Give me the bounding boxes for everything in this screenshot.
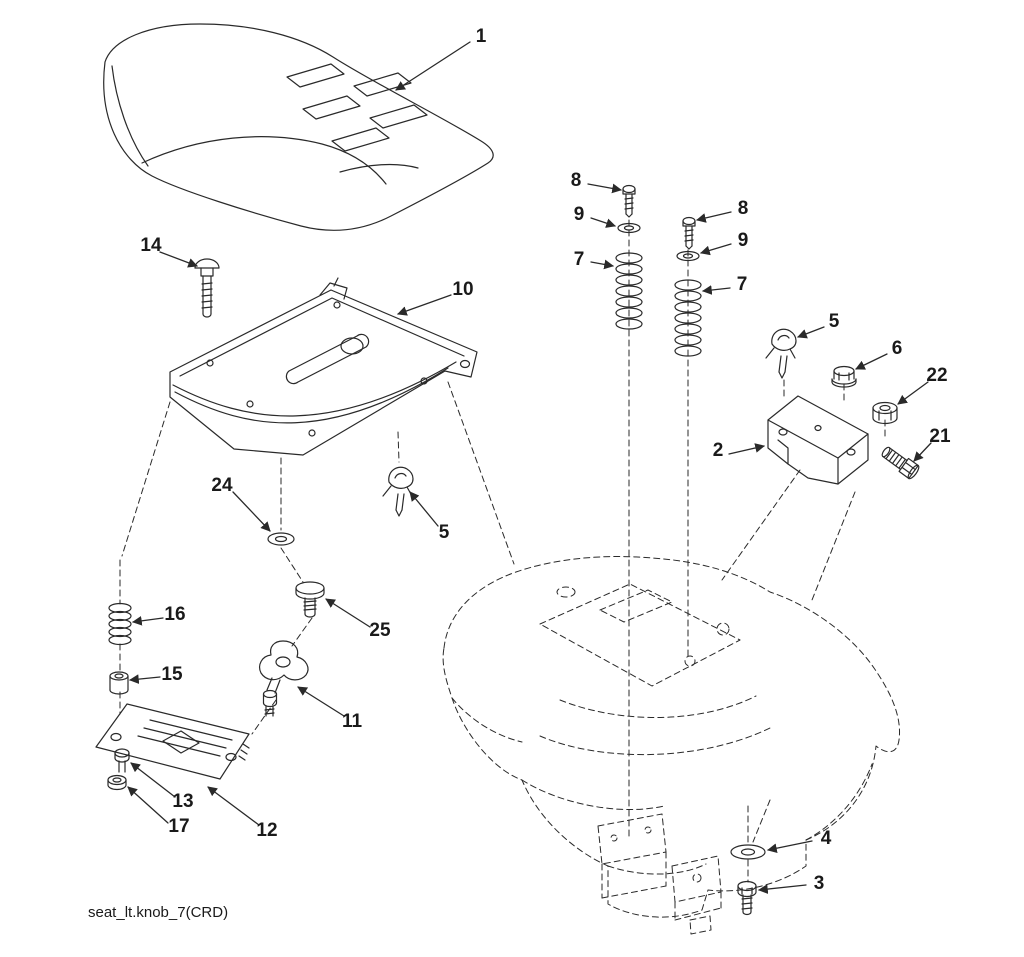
spring-16-drawing bbox=[108, 602, 132, 646]
spring-7-left-drawing bbox=[615, 252, 643, 330]
bracket-2-drawing bbox=[767, 395, 869, 485]
callout-24: 24 bbox=[211, 475, 233, 496]
seat-drawing bbox=[103, 23, 494, 231]
plate-12-drawing bbox=[95, 703, 250, 780]
seat-pan-drawing bbox=[169, 277, 478, 456]
washer-4-drawing bbox=[730, 844, 766, 860]
callout-9-left: 9 bbox=[573, 204, 585, 225]
washer-9-right-drawing bbox=[676, 250, 700, 262]
callout-13: 13 bbox=[172, 791, 194, 812]
callout-5-left: 5 bbox=[438, 522, 450, 543]
fender-outline-drawing bbox=[442, 556, 901, 935]
leader-lines bbox=[127, 41, 932, 894]
nut-6-drawing bbox=[831, 365, 857, 388]
callout-15: 15 bbox=[161, 664, 183, 685]
bushing-15-drawing bbox=[109, 671, 129, 695]
nut-22-drawing bbox=[872, 401, 898, 425]
washer-24-drawing bbox=[267, 532, 295, 546]
callout-14: 14 bbox=[140, 235, 162, 256]
callout-3: 3 bbox=[813, 873, 825, 894]
callout-6: 6 bbox=[891, 338, 903, 359]
callout-4: 4 bbox=[820, 828, 832, 849]
diagram-caption: seat_lt.knob_7(CRD) bbox=[88, 904, 229, 921]
callout-2: 2 bbox=[712, 440, 724, 461]
callout-8-right: 8 bbox=[737, 198, 749, 219]
knob-11-drawing bbox=[259, 640, 309, 717]
callout-12: 12 bbox=[256, 820, 278, 841]
callout-1: 1 bbox=[475, 26, 487, 47]
washer-17-drawing bbox=[107, 774, 127, 791]
clip-5-right-drawing bbox=[765, 328, 797, 379]
callout-16: 16 bbox=[164, 604, 186, 625]
callout-25: 25 bbox=[369, 620, 391, 641]
bolt-3-drawing bbox=[737, 880, 757, 916]
spring-7-right-drawing bbox=[674, 279, 702, 357]
screw-8-left-drawing bbox=[622, 184, 636, 218]
callout-8-left: 8 bbox=[570, 170, 582, 191]
screw-8-right-drawing bbox=[682, 216, 696, 250]
callout-9-right: 9 bbox=[737, 230, 749, 251]
callout-11: 11 bbox=[341, 711, 363, 732]
callout-17: 17 bbox=[168, 816, 190, 837]
carriage-bolt-drawing bbox=[194, 258, 220, 318]
bolt-13-drawing bbox=[114, 748, 130, 773]
callout-7-right: 7 bbox=[736, 274, 748, 295]
callout-21: 21 bbox=[929, 426, 951, 447]
washer-9-left-drawing bbox=[617, 222, 641, 234]
bolt-21-drawing bbox=[881, 446, 920, 480]
clip-5-left-drawing bbox=[382, 466, 414, 517]
alignment-lines bbox=[119, 219, 886, 883]
callout-10: 10 bbox=[452, 279, 474, 300]
callout-22: 22 bbox=[926, 365, 948, 386]
callout-5-right: 5 bbox=[828, 311, 840, 332]
callout-7-left: 7 bbox=[573, 249, 585, 270]
screw-25-drawing bbox=[295, 581, 325, 618]
